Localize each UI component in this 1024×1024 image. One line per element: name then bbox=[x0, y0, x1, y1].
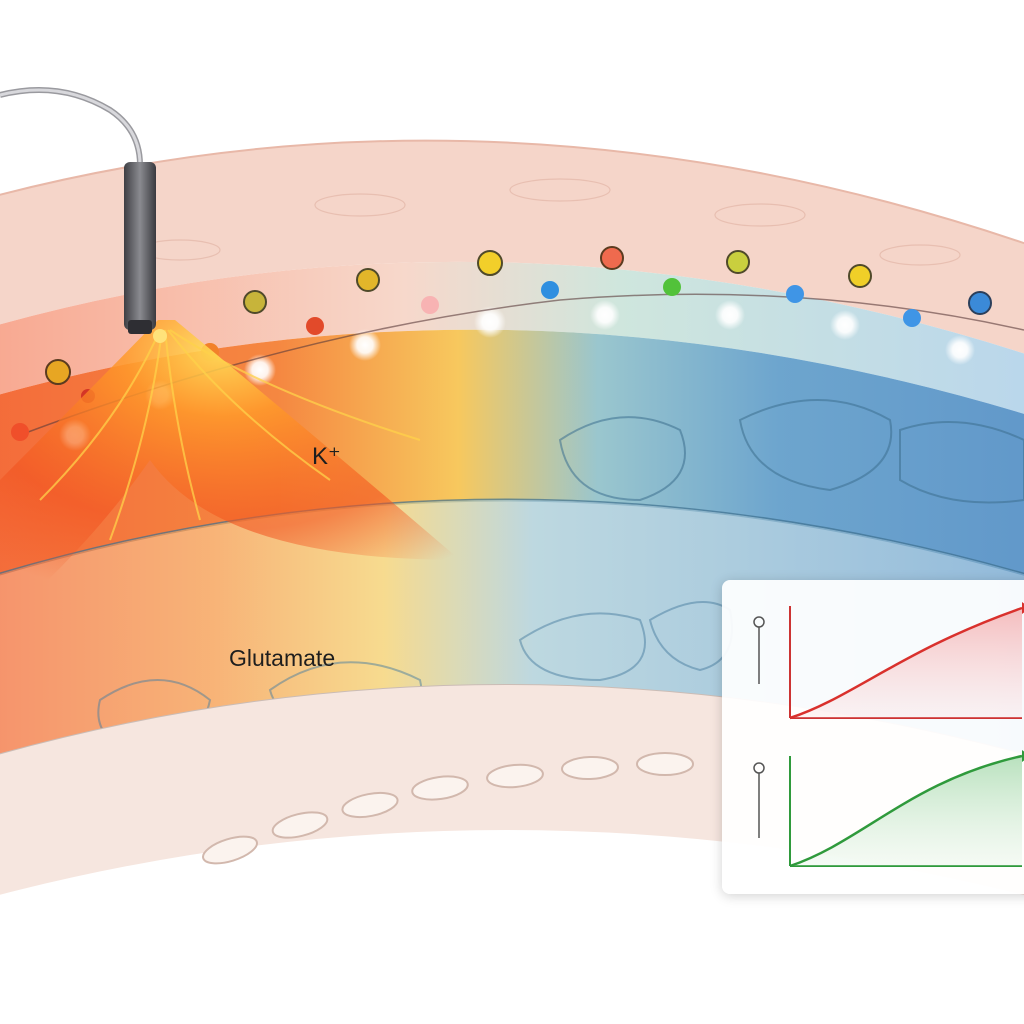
top-plot bbox=[753, 602, 1024, 720]
bottom-plot bbox=[753, 750, 1024, 868]
potassium-label: K⁺ bbox=[312, 443, 341, 470]
top-curve bbox=[789, 606, 1023, 720]
bottom-curve bbox=[789, 754, 1023, 868]
glutamate-label: Glutamate bbox=[229, 645, 336, 671]
electrode-icon bbox=[0, 87, 167, 343]
pin-icon bbox=[753, 616, 765, 684]
pin-icon bbox=[753, 762, 765, 838]
outer-layer bbox=[0, 140, 1024, 354]
measurement-inset bbox=[722, 580, 1024, 894]
heat-fan bbox=[0, 320, 460, 624]
